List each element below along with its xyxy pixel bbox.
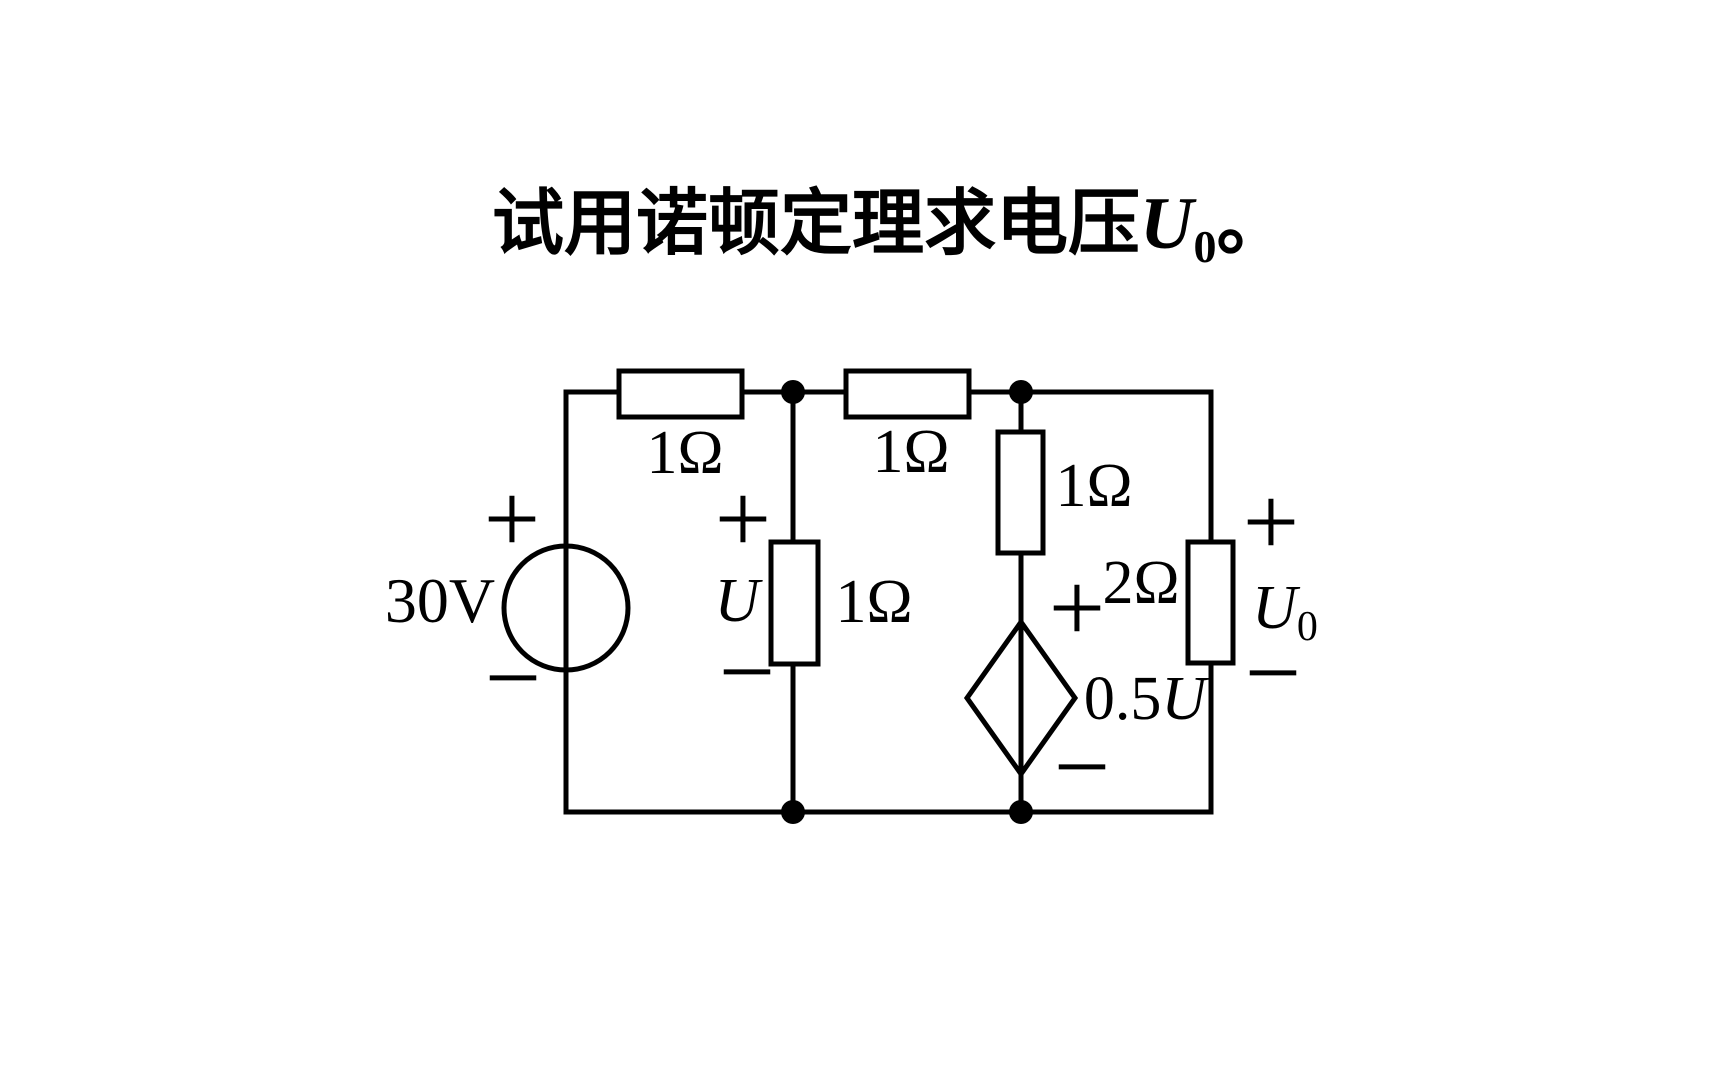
dependent-source-coefficient: 0.5 (1083, 665, 1162, 733)
title-period: 。 (1216, 181, 1289, 265)
voltage-source-minus-sign: − (484, 622, 542, 733)
resistor-middle-vertical-box (768, 539, 821, 667)
dependent-source-minus-sign: − (1053, 711, 1111, 822)
node-dot-bottom-left (781, 800, 805, 824)
voltage-source-plus-sign: + (483, 463, 541, 574)
output-voltage-label: U0 (1252, 574, 1318, 648)
page-title: 试用诺顿定理求电压U0。 (492, 183, 1288, 269)
resistor-output-box (1185, 539, 1236, 666)
voltage-source-value: 30V (384, 565, 496, 636)
node-dot-top-right (1009, 380, 1033, 404)
output-voltage-subscript: 0 (1296, 604, 1318, 650)
title-subscript: 0 (1193, 221, 1217, 272)
output-voltage-variable: U (1252, 574, 1297, 642)
dependent-source-label: 0.5U (1084, 668, 1206, 730)
dependent-source-variable: U (1161, 665, 1207, 733)
voltage-source-circle (501, 543, 631, 673)
resistor-branch-vertical-label: 1Ω (1055, 452, 1133, 520)
dependent-source-diamond (963, 617, 1079, 779)
resistor-middle-vertical-label: 1Ω (835, 568, 913, 636)
voltage-u-minus-sign: − (718, 616, 776, 727)
title-text: 试用诺顿定理求电压 (492, 181, 1141, 265)
resistor-output-label: 2Ω (1102, 549, 1180, 617)
resistor-top-right-label: 1Ω (872, 418, 950, 486)
resistor-top-right-box (843, 368, 972, 420)
node-dot-bottom-right (1009, 800, 1033, 824)
title-variable: U (1140, 183, 1194, 265)
resistor-top-left-box (616, 368, 745, 420)
output-voltage-plus-sign: + (1242, 466, 1300, 577)
resistor-branch-vertical-box (995, 429, 1046, 556)
resistor-top-left-label: 1Ω (646, 419, 724, 487)
dependent-source-plus-sign: + (1048, 552, 1106, 663)
node-dot-top-left (781, 380, 805, 404)
voltage-u-plus-sign: + (714, 463, 772, 574)
voltage-u-label: U (714, 567, 760, 635)
output-voltage-minus-sign: − (1244, 617, 1302, 728)
